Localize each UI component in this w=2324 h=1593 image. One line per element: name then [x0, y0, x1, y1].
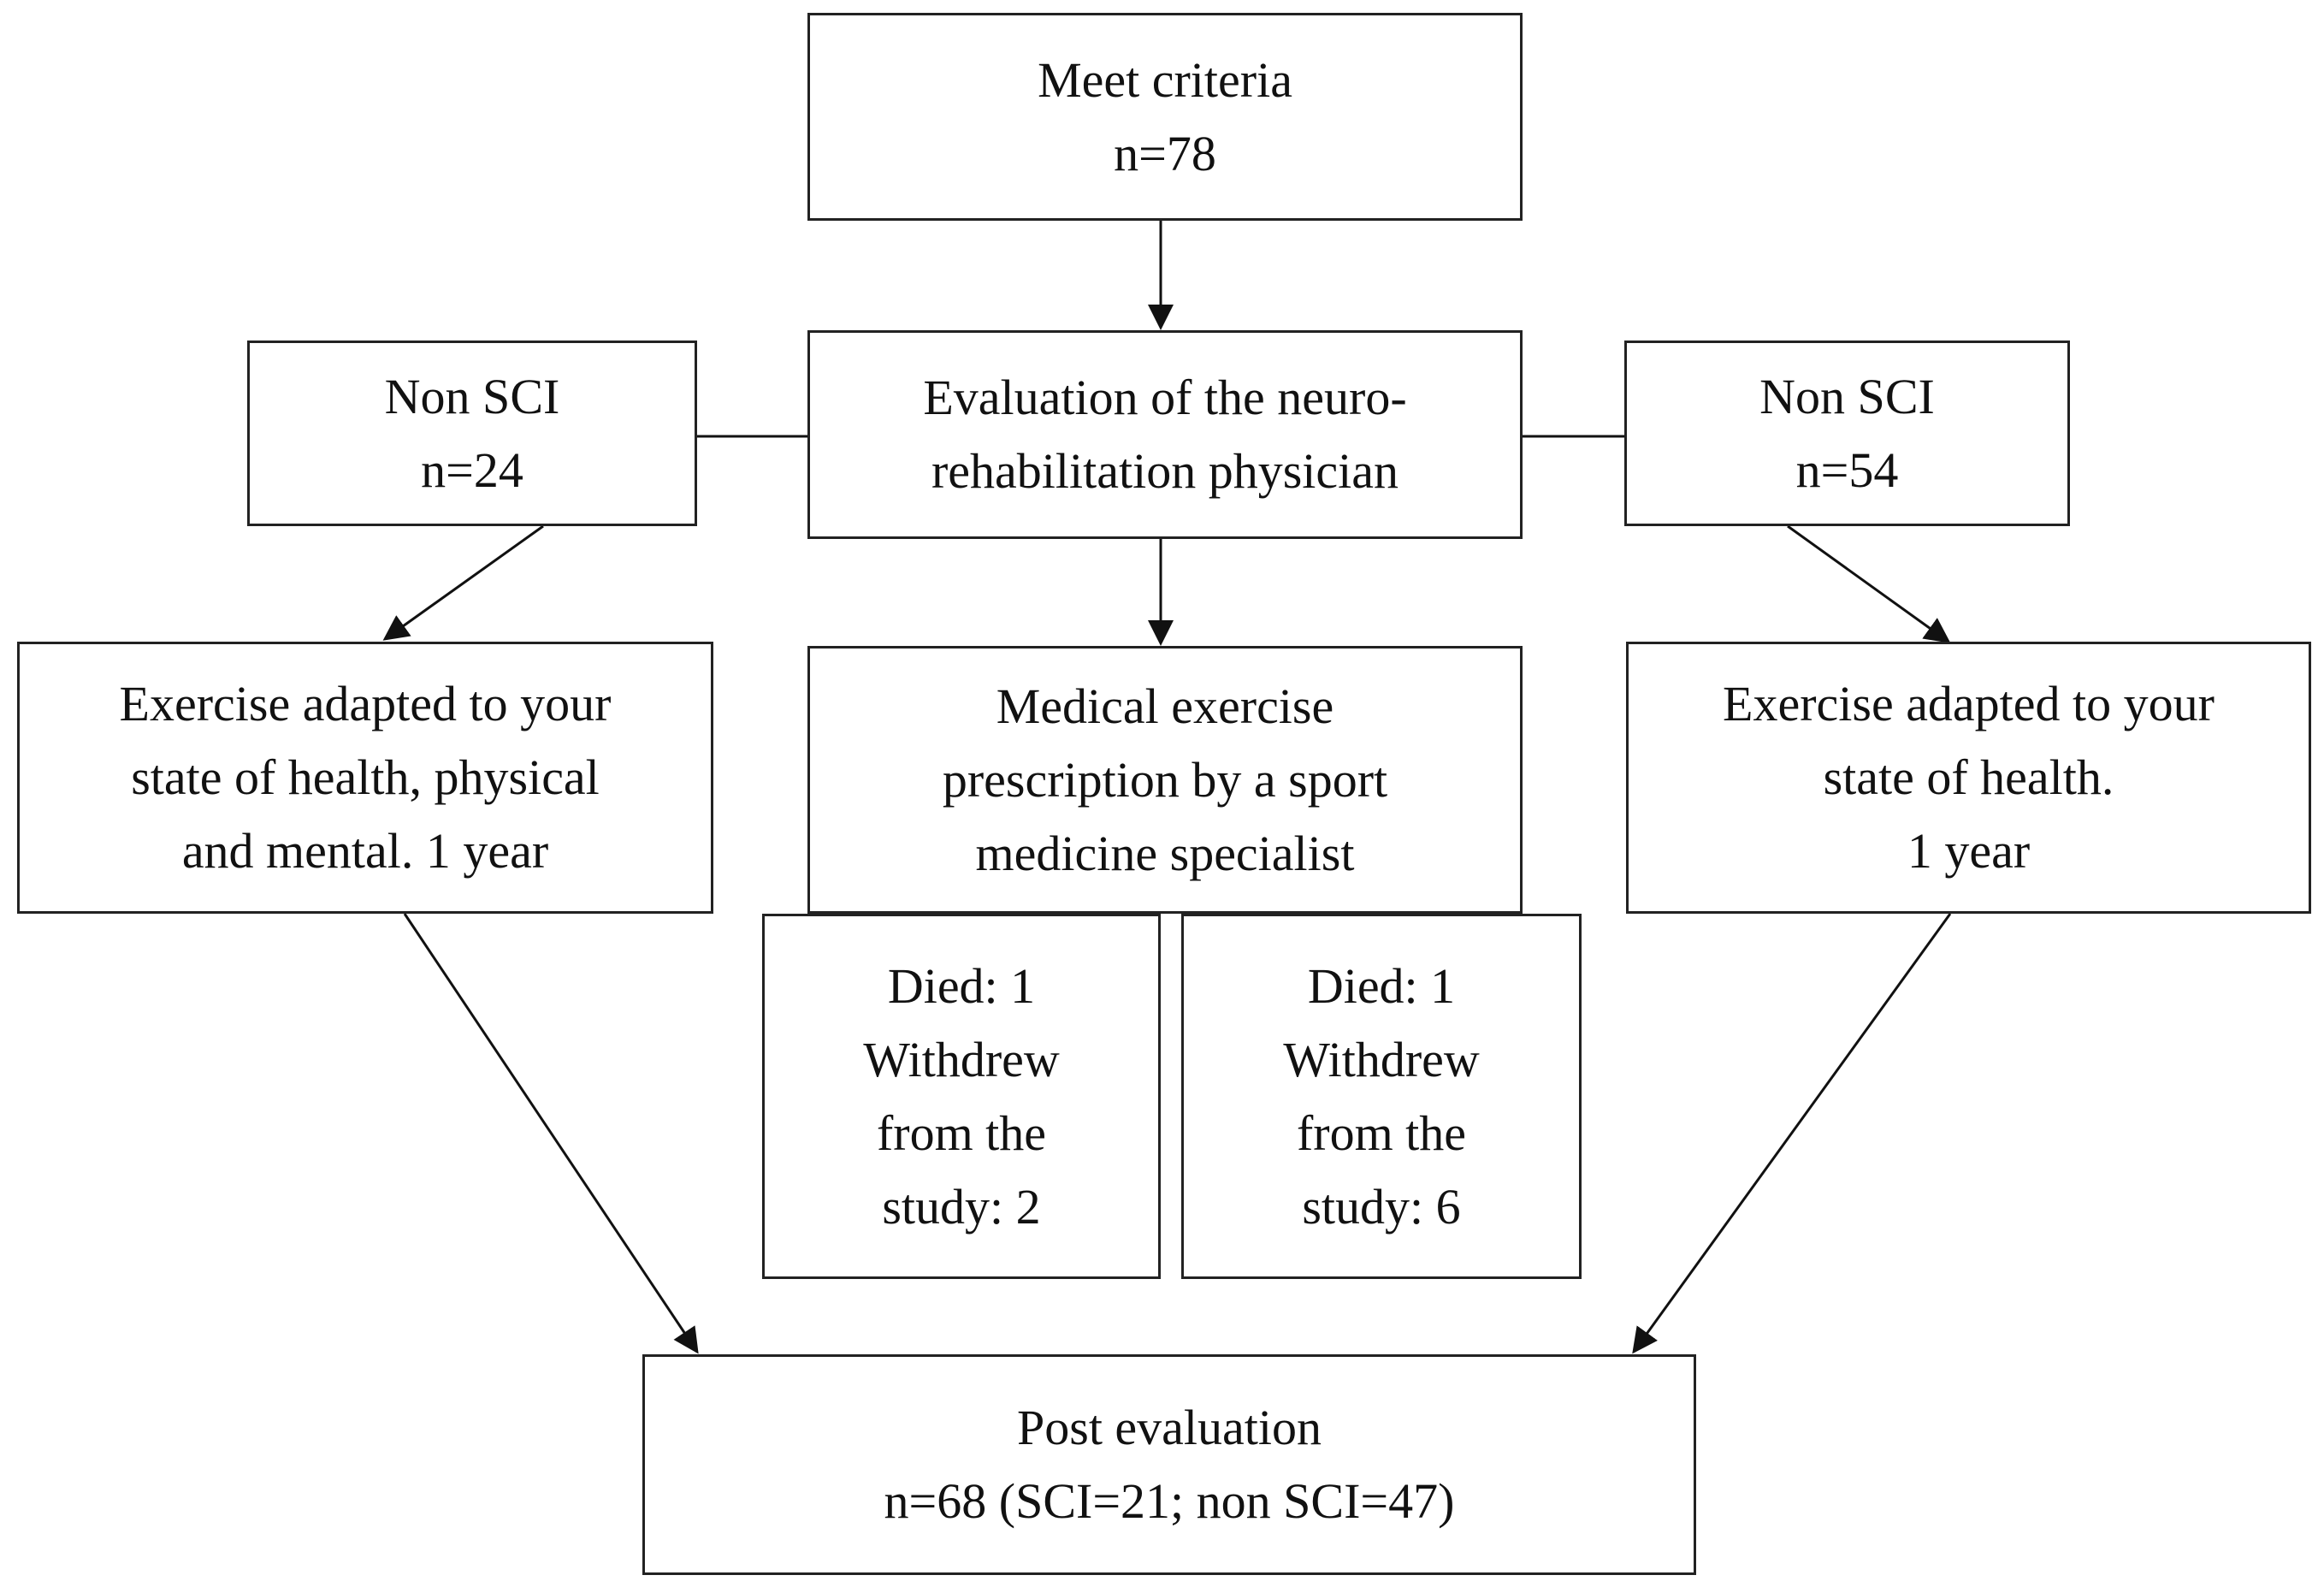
left-dropout-withdrew-3: study: 2 — [882, 1178, 1041, 1235]
right-exercise-line-1: Exercise adapted to your — [1723, 676, 2215, 731]
right-dropout-died: Died: 1 — [1307, 957, 1456, 1014]
post-evaluation-count: n=68 (SCI=21; non SCI=47) — [884, 1473, 1455, 1529]
right-dropout-withdrew-2: from the — [1296, 1104, 1467, 1161]
medical-prescription-line-1: Medical exercise — [996, 678, 1334, 734]
right-dropout-withdrew-1: Withdrew — [1283, 1031, 1480, 1087]
medical-prescription-line-2: prescription by a sport — [942, 751, 1388, 808]
evaluation-line-1: Evaluation of the neuro- — [923, 370, 1407, 425]
meet-criteria-count: n=78 — [1114, 125, 1216, 181]
medical-prescription-box: Medical exercise prescription by a sport… — [807, 646, 1523, 914]
left-exercise-line-3: and mental. 1 year — [181, 823, 549, 879]
evaluation-box: Evaluation of the neuro- rehabilitation … — [807, 330, 1523, 539]
right-exercise-line-2: state of health. — [1823, 749, 2114, 805]
arrow-right-exercise-to-post — [1632, 913, 1952, 1354]
right-exercise-line-3: 1 year — [1907, 823, 2031, 879]
left-dropout-withdrew-1: Withdrew — [863, 1031, 1060, 1087]
post-evaluation-box: Post evaluation n=68 (SCI=21; non SCI=47… — [642, 1354, 1696, 1575]
left-dropout-withdrew-2: from the — [876, 1104, 1047, 1161]
left-exercise-line-1: Exercise adapted to your — [119, 676, 612, 731]
arrow-right-group-to-exercise — [1787, 524, 1951, 643]
right-group-count: n=54 — [1795, 441, 1899, 498]
meet-criteria-label: Meet criteria — [1038, 51, 1292, 108]
post-evaluation-label: Post evaluation — [1016, 1400, 1322, 1455]
medical-prescription-line-3: medicine specialist — [975, 825, 1355, 881]
meet-criteria-box: Meet criteria n=78 — [807, 13, 1523, 221]
arrow-left-exercise-to-post — [403, 913, 699, 1354]
left-group-box: Non SCI n=24 — [247, 341, 697, 526]
right-dropout-box: Died: 1 Withdrew from the study: 6 — [1181, 914, 1582, 1279]
left-group-count: n=24 — [421, 441, 523, 498]
right-dropout-withdrew-3: study: 6 — [1302, 1178, 1461, 1235]
left-exercise-box: Exercise adapted to your state of health… — [17, 642, 713, 914]
left-group-label: Non SCI — [384, 368, 560, 424]
right-group-box: Non SCI n=54 — [1624, 341, 2070, 526]
right-group-label: Non SCI — [1759, 368, 1935, 424]
right-exercise-box: Exercise adapted to your state of health… — [1626, 642, 2311, 914]
arrow-left-group-to-exercise — [382, 524, 544, 641]
left-exercise-line-2: state of health, physical — [131, 749, 600, 805]
left-dropout-died: Died: 1 — [887, 957, 1036, 1014]
evaluation-line-2: rehabilitation physician — [931, 443, 1399, 499]
left-dropout-box: Died: 1 Withdrew from the study: 2 — [762, 914, 1161, 1279]
